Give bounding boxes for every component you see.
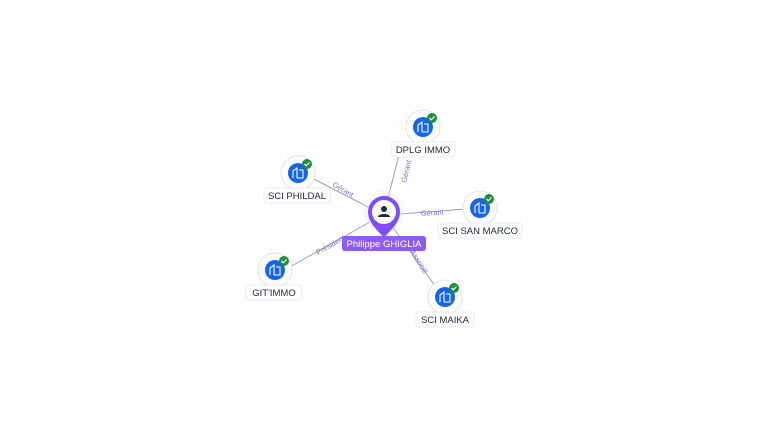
relation-label-phildal: Gérant [331, 180, 356, 200]
check-mark [304, 162, 310, 167]
check-mark [451, 286, 457, 291]
company-node-phildal[interactable]: SCI PHILDAL [263, 155, 331, 204]
company-label-sanmarco: SCI SAN MARCO [442, 226, 518, 237]
edge-sanmarco [399, 208, 467, 215]
building-icon [474, 201, 486, 214]
person-name: Philippe GHIGLIA [347, 239, 423, 250]
company-node-maika[interactable]: SCI MAIKA [415, 279, 475, 328]
company-label-bg [245, 284, 303, 301]
check-mark [281, 259, 287, 264]
company-node-sanmarco[interactable]: SCI SAN MARCO [437, 190, 523, 239]
company-label-bg [263, 187, 331, 204]
company-node-gitimmo[interactable]: GIT'IMMO [245, 252, 303, 301]
check-mark [429, 116, 435, 121]
verified-check-icon [279, 256, 289, 266]
building-icon [269, 263, 281, 276]
arrow-phildal [325, 182, 333, 187]
company-label-bg [437, 222, 523, 239]
relation-label-maika: Associé [408, 248, 430, 275]
company-label-dplg: DPLG IMMO [396, 145, 450, 156]
company-label-maika: SCI MAIKA [421, 315, 470, 326]
relation-label-dplg: Gérant [399, 158, 414, 183]
company-node-dplg[interactable]: DPLG IMMO [390, 109, 456, 158]
person-icon [378, 206, 390, 217]
arrow-gitimmo [311, 254, 319, 260]
edge-gitimmo [287, 221, 371, 269]
edge-phildal [311, 177, 371, 209]
building-icon [292, 166, 304, 179]
relation-label-sanmarco: Gérant [421, 207, 445, 218]
verified-check-icon [427, 113, 437, 123]
company-label-phildal: SCI PHILDAL [268, 191, 326, 202]
company-label-bg [390, 141, 456, 158]
verified-check-icon [302, 159, 312, 169]
building-icon [417, 120, 429, 133]
arrow-maika [420, 267, 425, 275]
person-label-badge [342, 236, 426, 251]
verified-check-icon [484, 194, 494, 204]
person-node[interactable]: Philippe GHIGLIA [342, 189, 426, 251]
company-label-bg [415, 311, 475, 328]
verified-check-icon [449, 283, 459, 293]
building-icon [439, 290, 451, 303]
check-mark [486, 197, 492, 202]
company-label-gitimmo: GIT'IMMO [252, 288, 296, 299]
